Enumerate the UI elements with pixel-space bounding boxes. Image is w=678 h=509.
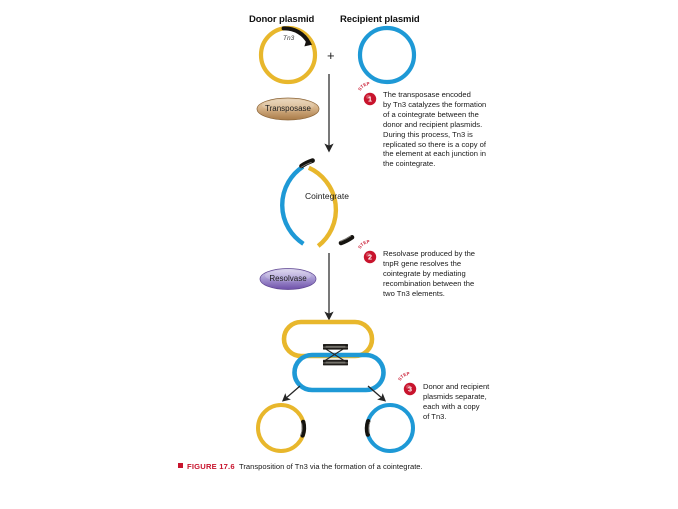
- step-number-2: 2: [368, 253, 372, 262]
- transposase-label: Transposase: [265, 104, 311, 113]
- step-2-line-3: cointegrate by mediating: [383, 268, 466, 278]
- step-number-3: 3: [408, 385, 412, 394]
- step-3-body: Donor and recipient plasmids separate, e…: [423, 382, 543, 422]
- step-label-2: STEP: [357, 239, 370, 250]
- step-1-line-8: the cointegrate.: [383, 159, 436, 169]
- step-badge-1: STEP 1: [357, 81, 377, 106]
- donor-plasmid-final: [256, 403, 307, 453]
- figure-caption: FIGURE 17.6 Transposition of Tn3 via the…: [178, 462, 423, 471]
- step-1-line-7: the element at each junction in: [383, 149, 487, 159]
- step-1-line-1: The transposase encoded: [383, 90, 471, 99]
- transposase-oval-shape: [256, 97, 320, 121]
- plus-operator: +: [327, 48, 335, 63]
- step-3-line-1: Donor and recipient: [423, 382, 490, 391]
- step-3-line-2: plasmids separate,: [423, 391, 487, 401]
- recipient-plasmid-final: [364, 403, 415, 453]
- step-1-line-4: donor and recipient plasmids.: [383, 119, 483, 129]
- arrow-separate-left: [281, 385, 301, 402]
- caption-marker-icon: [178, 463, 183, 468]
- step-label-3: STEP: [397, 371, 410, 382]
- step-1-line-5: During this process, Tn3 is: [383, 129, 473, 139]
- tn3-bar-lower: [323, 359, 348, 366]
- resolvase-oval-shape: [259, 268, 317, 290]
- step-3-line-3: each with a copy: [423, 401, 480, 411]
- step-2-line-2: tnpR gene resolves the: [383, 258, 462, 268]
- caption-figure-number: FIGURE 17.6: [187, 462, 235, 471]
- step-1-line-3: of a cointegrate between the: [383, 109, 479, 119]
- cointegrate-label: Cointegrate: [305, 191, 349, 201]
- step-2-line-4: recombination between the: [383, 278, 475, 288]
- step-2-body: Resolvase produced by the tnpR gene reso…: [383, 249, 523, 299]
- step-number-1: 1: [368, 95, 372, 104]
- resolvase-label: Resolvase: [269, 274, 307, 283]
- arrow-separate-right: [367, 385, 387, 402]
- step-badge-2: STEP 2: [357, 239, 377, 264]
- step-badge-3: STEP 3: [397, 371, 417, 396]
- caption-text: Transposition of Tn3 via the formation o…: [239, 462, 423, 471]
- step-1-body: The transposase encoded by Tn3 catalyzes…: [383, 90, 523, 169]
- recipient-plasmid-top: [357, 25, 417, 85]
- step-label-1: STEP: [357, 81, 370, 92]
- recombination-intermediate: [281, 319, 386, 393]
- step-3-line-4: of Tn3.: [423, 411, 447, 421]
- step-2-line-5: two Tn3 elements.: [383, 288, 445, 298]
- donor-plasmid-top: [258, 25, 318, 85]
- step-1-line-2: by Tn3 catalyzes the formation: [383, 99, 487, 109]
- cointegrate-plasmid: [280, 158, 355, 248]
- tn3-label-donor: Tn3: [283, 35, 295, 42]
- tn3-bar-upper: [323, 344, 348, 350]
- step-1-line-6: replicated so there is a copy of: [383, 139, 486, 149]
- recipient-plasmid-title: Recipient plasmid: [340, 14, 420, 25]
- step-2-line-1: Resolvase produced by the: [383, 249, 476, 258]
- donor-plasmid-title: Donor plasmid: [249, 14, 315, 25]
